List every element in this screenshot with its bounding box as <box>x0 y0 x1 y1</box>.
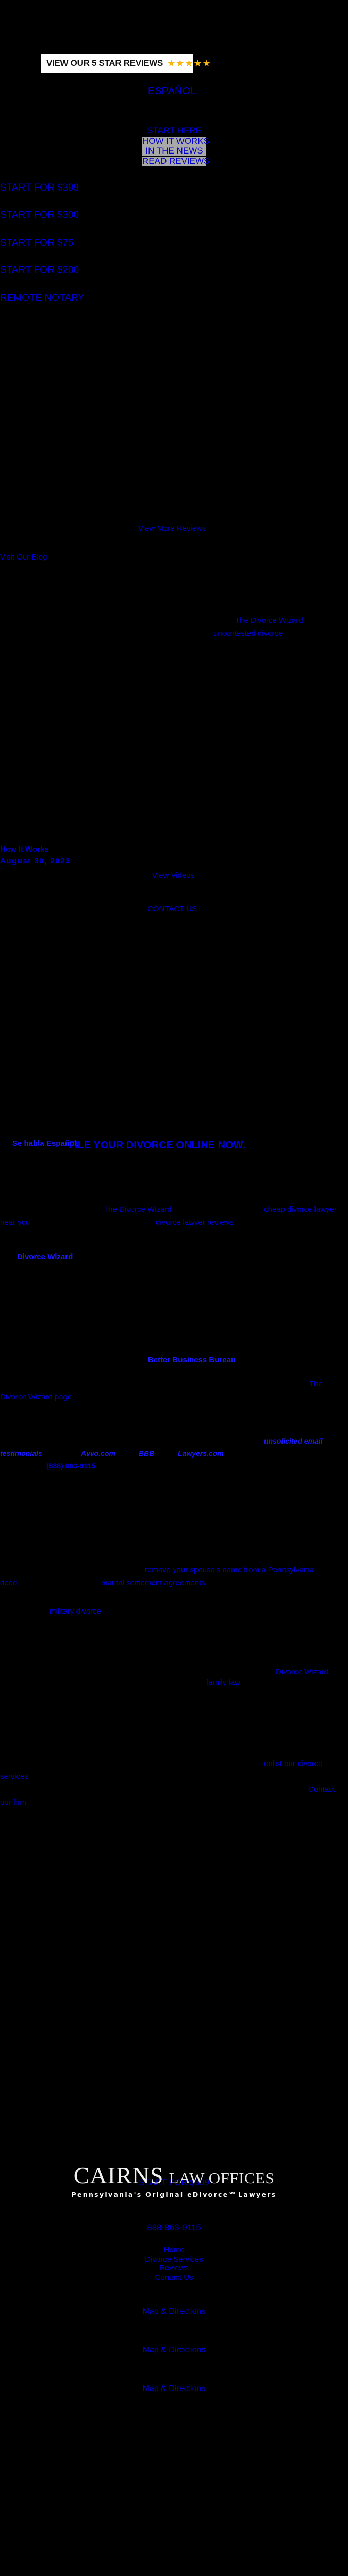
unsolicited-email-link[interactable]: unsolicited email <box>264 1437 323 1445</box>
footer-nav-contact-us[interactable]: Contact Us <box>155 2273 193 2282</box>
map-directions-wrap-1: Map & Directions <box>0 2307 348 2316</box>
how-it-works-link[interactable]: How It Works <box>0 845 49 854</box>
post-date: August 30, 2023 <box>0 857 71 866</box>
footer-nav-home[interactable]: Home <box>163 2246 185 2255</box>
divorce-wizard-link-2[interactable]: The Divorce Wizard <box>104 1205 172 1214</box>
logo-secondary-text: LAW OFFICES <box>169 2169 275 2187</box>
footer-logo[interactable]: CAIRNS LAW OFFICES Pennsylvania's Origina… <box>0 2164 348 2199</box>
footer-navigation: Home Divorce Services Reviews Contact Us <box>0 2246 348 2282</box>
avvo-link[interactable]: Avvo.com <box>81 1449 115 1458</box>
divorce-wizard-bold-link[interactable]: Divorce Wizard <box>17 1252 73 1261</box>
cheap-divorce-lawyer-link[interactable]: cheap divorce lawyer <box>264 1205 337 1214</box>
our-firm-link[interactable]: our firm <box>0 1798 26 1807</box>
start-for-300-link[interactable]: START FOR $300 <box>0 210 79 221</box>
se-habla-espanol-link[interactable]: Se habla Español. <box>12 1139 79 1148</box>
contact-us-link[interactable]: CONTACT US <box>147 905 197 913</box>
footer-phone-link[interactable]: 888-863-9115 <box>147 2223 201 2232</box>
start-for-75-link[interactable]: START FOR $75 <box>0 238 74 248</box>
remove-spouse-name-link[interactable]: remove your spouse's name from a Pennsyl… <box>145 1566 314 1574</box>
view-videos-link[interactable]: View Videos <box>152 871 195 880</box>
uncontested-divorce-link[interactable]: uncontested divorce <box>213 629 283 638</box>
nav-item-how-it-works[interactable]: HOW IT WORKS <box>142 135 210 146</box>
phone-inline-link[interactable]: (888) 863-9115 <box>46 1462 95 1470</box>
logo-tagline: Pennsylvania's Original eDivorceSM Lawye… <box>0 2191 348 2198</box>
tagline-after: Lawyers <box>238 2191 277 2198</box>
start-for-399-link[interactable]: START FOR $399 <box>0 182 79 193</box>
military-divorce-link[interactable]: military divorce <box>49 1607 102 1616</box>
contact-link[interactable]: Contact <box>308 1785 335 1794</box>
map-and-directions-link-2[interactable]: Map & Directions <box>142 2346 206 2354</box>
services-link[interactable]: services <box>0 1772 29 1781</box>
service-mark-icon: SM <box>228 2191 235 2195</box>
better-business-bureau-link[interactable]: Better Business Bureau <box>148 1355 236 1364</box>
nav-item-read-reviews[interactable]: READ REVIEWS <box>142 156 210 166</box>
lawyers-com-link[interactable]: Lawyers.com <box>178 1449 224 1458</box>
divorce-wizard-page-link[interactable]: Divorce Wizard page <box>0 1393 72 1401</box>
divorce-wizard-link-3[interactable]: Divorce Wizard <box>276 1668 328 1676</box>
file-divorce-online-heading[interactable]: FILE YOUR DIVORCE ONLINE NOW. <box>69 1140 245 1151</box>
espanol-link[interactable]: ESPAÑOL <box>148 86 196 97</box>
footer-start-399-wrap: START FOR $399 <box>0 2178 348 2188</box>
map-and-directions-link-3[interactable]: Map & Directions <box>142 2384 206 2393</box>
nav-item-start-here[interactable]: START HERE <box>147 126 202 135</box>
map-and-directions-link-1[interactable]: Map & Directions <box>142 2307 206 2316</box>
tagline-before: Pennsylvania's Original eDivorce <box>71 2191 229 2198</box>
start-for-200-link[interactable]: START FOR $200 <box>0 265 79 276</box>
footer-nav-reviews[interactable]: Reviews <box>159 2264 189 2273</box>
remote-notary-link[interactable]: REMOTE NOTARY <box>0 293 85 303</box>
five-star-review-badge[interactable]: VIEW OUR 5 STAR REVIEWS ★★★★★ <box>41 54 211 73</box>
how-it-works-block: How It Works <box>0 845 49 854</box>
bbb-link[interactable]: BBB <box>139 1449 155 1458</box>
marital-settlement-agreements-link[interactable]: marital settlement agreements <box>101 1579 205 1587</box>
star-rating-icon: ★★★★★ <box>167 58 211 69</box>
near-you-link[interactable]: near you <box>0 1218 30 1227</box>
footer-start-for-399-link[interactable]: START FOR $399 <box>139 2178 209 2188</box>
testimonials-link[interactable]: testimonials <box>0 1449 42 1458</box>
footer-phone-wrap: 888-863-9115 <box>0 2223 348 2233</box>
enlist-our-divorce-link[interactable]: enlist our divorce <box>264 1759 323 1768</box>
footer-nav-divorce-services[interactable]: Divorce Services <box>145 2255 203 2264</box>
top-navigation: START HERE HOW IT WORKS IN THE NEWS READ… <box>142 126 210 167</box>
review-badge-label: VIEW OUR 5 STAR REVIEWS <box>46 58 163 68</box>
deed-link[interactable]: deed <box>0 1579 18 1587</box>
view-more-reviews-link[interactable]: View More Reviews <box>138 524 206 533</box>
the-link[interactable]: The <box>309 1380 323 1388</box>
divorce-lawyer-reviews-link[interactable]: divorce lawyer reviews <box>156 1218 234 1227</box>
visit-our-blog-link[interactable]: Visit Our Blog <box>0 553 47 562</box>
map-directions-wrap-3: Map & Directions <box>0 2384 348 2394</box>
nav-item-in-the-news[interactable]: IN THE NEWS <box>142 146 206 157</box>
logo-primary-text: CAIRNS <box>73 2162 164 2189</box>
family-law-link[interactable]: family law <box>206 1678 240 1687</box>
divorce-wizard-link[interactable]: The Divorce Wizard <box>235 616 303 625</box>
post-date-text: August 30, 2023 <box>0 857 71 866</box>
logo-wordmark: CAIRNS LAW OFFICES <box>0 2164 348 2188</box>
map-directions-wrap-2: Map & Directions <box>0 2346 348 2355</box>
